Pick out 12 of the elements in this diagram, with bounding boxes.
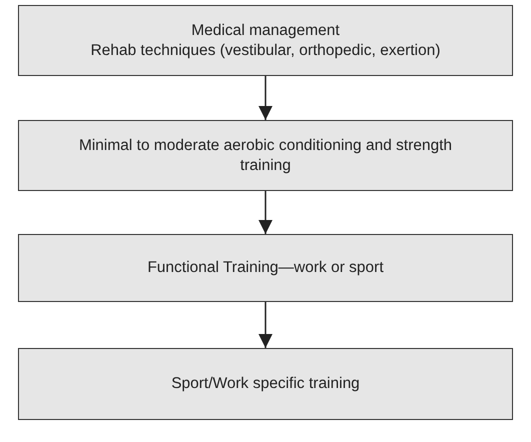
arrow <box>258 191 272 234</box>
box-text: Sport/Work specific training <box>171 374 360 394</box>
process-box <box>18 5 513 76</box>
box-text: Medical management <box>191 21 340 40</box>
box-text: Functional Training—work or sport <box>147 258 384 278</box>
arrow <box>258 76 272 120</box>
process-box <box>18 120 513 191</box>
box-text: Minimal to moderate aerobic conditioning and strength training <box>78 136 454 175</box>
process-box <box>18 348 513 420</box>
arrow <box>258 302 272 348</box>
process-box <box>18 234 513 302</box>
box-text: Rehab techniques (vestibular, orthopedic, exertion) <box>90 40 440 60</box>
